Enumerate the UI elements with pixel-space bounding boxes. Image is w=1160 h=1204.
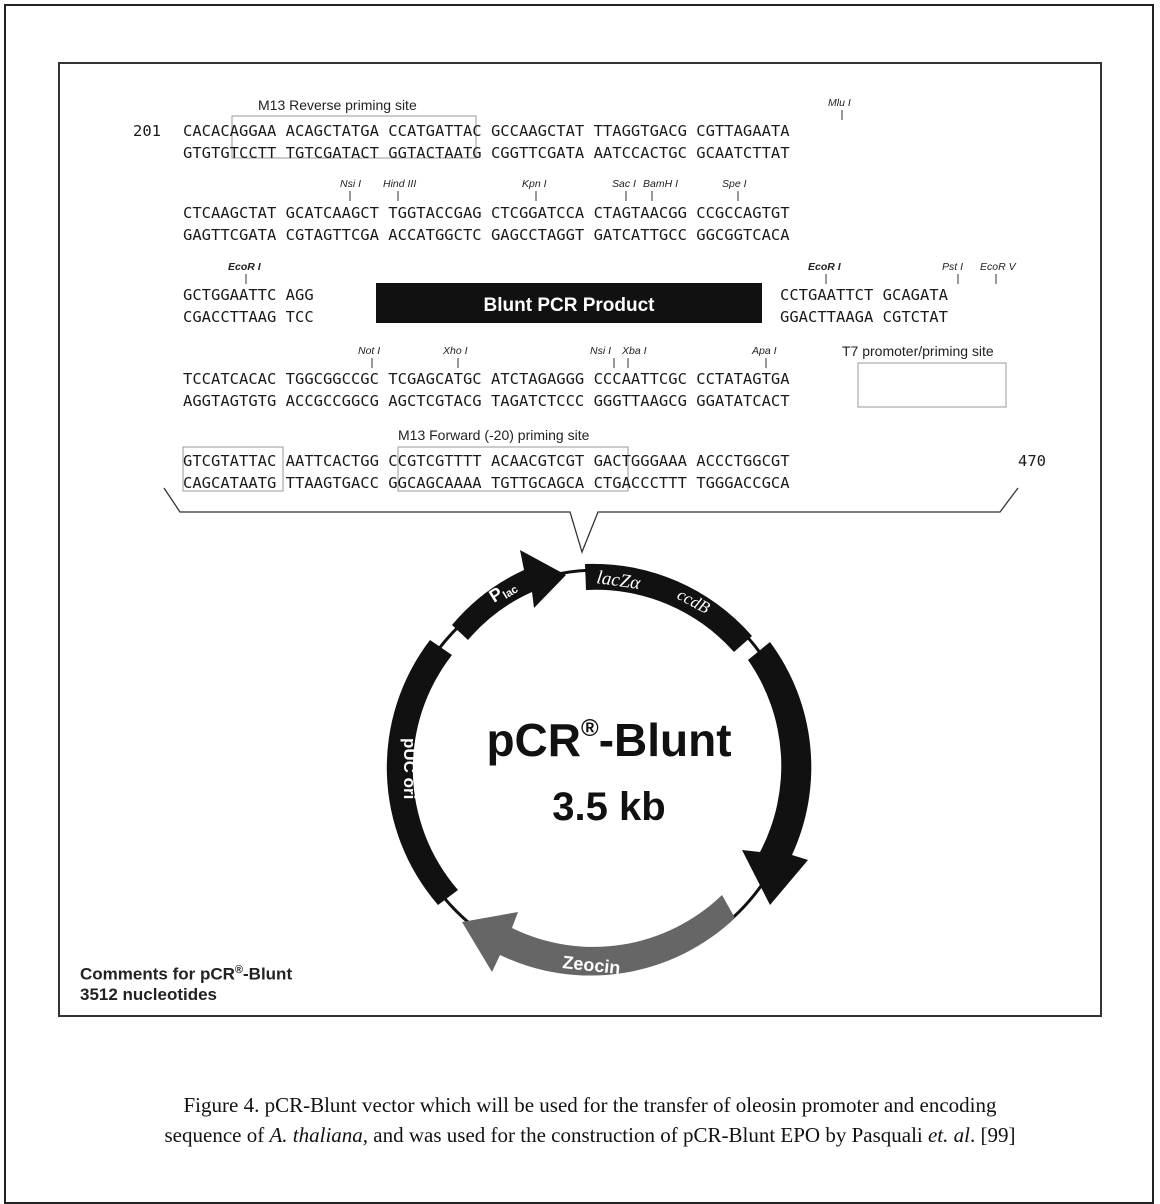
caption-line2: sequence of A. thaliana, and was used fo…: [164, 1123, 1016, 1147]
site-pst: Pst I: [942, 261, 963, 273]
t7-promoter-label: T7 promoter/priming site: [842, 343, 994, 359]
site-apa: Apa I: [751, 345, 777, 357]
seq-block5-bottom: CAGCATAATG TTAAGTGACC GGCAGCAAAA TGTTGCA…: [183, 474, 790, 492]
figure-caption: Figure 4. pCR-Blunt vector which will be…: [40, 1090, 1140, 1150]
insert-bracket: [163, 487, 1019, 554]
site-not: Not I: [358, 345, 380, 357]
site-nsi2: Nsi I: [590, 345, 611, 357]
site-nsi1: Nsi I: [340, 178, 361, 190]
comments-line1: Comments for pCR®-Blunt: [80, 964, 293, 984]
m13-forward-label: M13 Forward (-20) priming site: [398, 427, 590, 443]
seq-block1-top: CACACAGGAA ACAGCTATGA CCATGATTAC GCCAAGC…: [183, 122, 790, 140]
site-kpn: Kpn I: [522, 178, 547, 190]
seq-block4-bottom: AGGTAGTGTG ACCGCCGGCG AGCTCGTACG TAGATCT…: [183, 392, 790, 410]
figure-frame: [58, 62, 1102, 1017]
puc-ori-label: pUC ori: [400, 738, 419, 799]
seq-block1-bottom: GTGTGTCCTT TGTCGATACT GGTACTAATG CGGTTCG…: [183, 144, 790, 162]
site-mlu: Mlu I: [828, 97, 851, 109]
plasmid-size: 3.5 kb: [552, 785, 665, 829]
lacz-ccdb-segment: [585, 563, 752, 652]
seq-block3-bottom-right: GGACTTAAGA CGTCTAT: [780, 308, 948, 326]
blunt-pcr-product-box: [376, 283, 762, 323]
site-spe: Spe I: [722, 178, 747, 190]
plac-arrow: [452, 550, 566, 640]
site-bamh: BamH I: [643, 178, 678, 190]
site-xho: Xho I: [442, 345, 468, 357]
kanamycin-arrow: [742, 642, 812, 905]
puc-ori-segment: [386, 640, 458, 905]
plasmid-name: pCR®-Blunt: [486, 714, 731, 766]
seq-block4-top: TCCATCACAC TGGCGGCCGC TCGAGCATGC ATCTAGA…: [183, 370, 790, 388]
site-xba: Xba I: [621, 345, 647, 357]
site-ecor1-right: EcoR I: [808, 261, 842, 273]
site-sac: Sac I: [612, 178, 636, 190]
t7-promoter-box: [857, 362, 1007, 408]
caption-line1: Figure 4. pCR-Blunt vector which will be…: [183, 1093, 997, 1117]
site-hind3: Hind III: [383, 178, 416, 190]
m13-reverse-label: M13 Reverse priming site: [258, 97, 417, 113]
plasmid-comments: Comments for pCR®-Blunt 3512 nucleotides: [80, 960, 292, 1005]
seq-block3-top-left: GCTGGAATTC AGG: [183, 286, 314, 304]
site-ecorv: EcoR V: [980, 261, 1017, 273]
seq-block3-bottom-left: CGACCTTAAG TCC: [183, 308, 314, 326]
t7-promoter-box-cont: [182, 446, 284, 492]
seq-block2-bottom: GAGTTCGATA CGTAGTTCGA ACCATGGCTC GAGCCTA…: [183, 226, 790, 244]
zeocin-arrow: [462, 895, 735, 976]
blunt-pcr-product-label: Blunt PCR Product: [484, 295, 656, 316]
seq-block3-top-right: CCTGAATTCT GCAGATA: [780, 286, 949, 304]
m13-reverse-box: [231, 115, 477, 159]
seq-start-label: 201: [133, 122, 161, 140]
seq-block5-top: GTCGTATTAC AATTCACTGG CCGTCGTTTT ACAACGT…: [183, 452, 790, 470]
seq-end-label: 470: [1018, 452, 1046, 470]
site-ecor1-left: EcoR I: [228, 261, 262, 273]
comments-line2: 3512 nucleotides: [80, 984, 218, 1004]
seq-block2-top: CTCAAGCTAT GCATCAAGCT TGGTACCGAG CTCGGAT…: [183, 204, 790, 222]
m13-forward-box: [397, 446, 629, 492]
